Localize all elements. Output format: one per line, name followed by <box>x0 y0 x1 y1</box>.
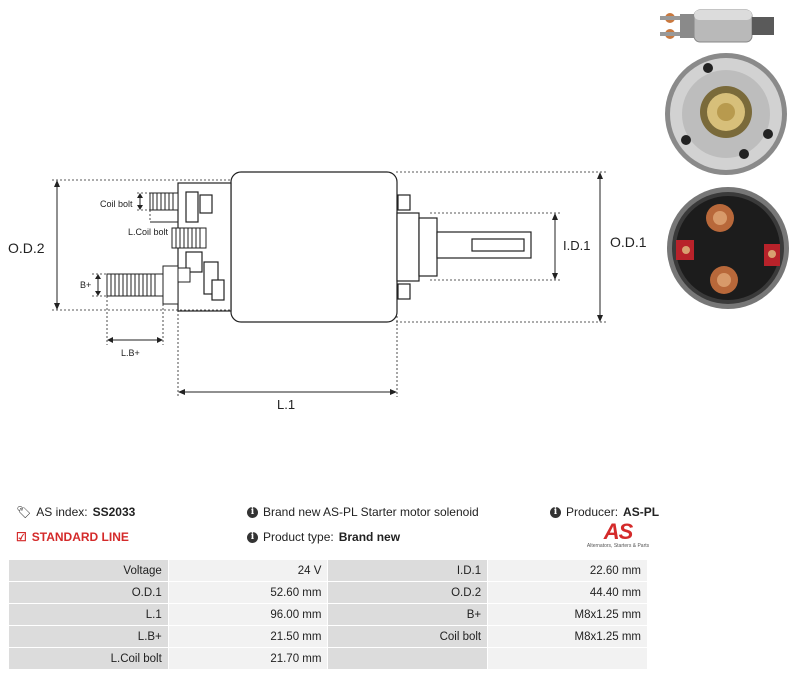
spec-label: I.D.1 <box>327 559 489 582</box>
spec-label <box>327 647 489 670</box>
check-square-icon: ☑ <box>16 530 27 544</box>
spec-value: 96.00 mm <box>167 603 329 626</box>
info-icon: i <box>247 531 258 543</box>
producer: i Producer: AS-PL <box>550 505 659 519</box>
product-type: i Product type: Brand new <box>247 530 400 544</box>
spec-label: Coil bolt <box>327 625 489 648</box>
producer-value: AS-PL <box>623 505 660 519</box>
product-photo-side <box>656 4 776 48</box>
spec-label: Voltage <box>8 559 169 582</box>
spec-value: 21.50 mm <box>167 625 329 648</box>
spec-value: 22.60 mm <box>487 559 648 582</box>
spec-label: L.1 <box>8 603 169 626</box>
as-index-value: SS2033 <box>92 505 136 519</box>
info-icon: i <box>550 506 561 518</box>
l1-label: L.1 <box>277 397 295 412</box>
plunger-housing <box>396 212 420 282</box>
b-plus-label: B+ <box>80 280 91 290</box>
brand-logo: AS Alternators, Starters & Parts <box>586 519 650 550</box>
spec-value: M8x1.25 mm <box>487 603 648 626</box>
spec-label: L.Coil bolt <box>8 647 169 670</box>
id1-label: I.D.1 <box>563 238 590 253</box>
spec-label: O.D.1 <box>8 581 169 604</box>
solenoid-body <box>230 171 398 323</box>
product-photo-back <box>665 53 787 175</box>
product-photo-front <box>667 187 789 309</box>
spec-value: 24 V <box>167 559 329 582</box>
coil-bolt-label: Coil bolt <box>100 199 133 209</box>
spec-label: L.B+ <box>8 625 169 648</box>
lb-plus-label: L.B+ <box>121 348 140 358</box>
spec-value <box>487 647 648 670</box>
od2-label: O.D.2 <box>8 240 45 256</box>
coil-bolt-thread <box>149 192 179 211</box>
info-icon: i <box>247 506 258 518</box>
standard-line: ☑ STANDARD LINE <box>16 530 129 544</box>
tag-icon: 🏷︎ <box>16 505 32 519</box>
spec-label: O.D.2 <box>327 581 489 604</box>
technical-drawing: O.D.2 O.D.1 I.D.1 L.1 Coil bolt L.Coil b… <box>8 171 647 412</box>
spec-value: 52.60 mm <box>167 581 329 604</box>
description: i Brand new AS-PL Starter motor solenoid <box>247 505 479 519</box>
product-type-value: Brand new <box>338 530 401 544</box>
l-coil-bolt-label: L.Coil bolt <box>128 227 169 237</box>
od1-label: O.D.1 <box>610 234 647 250</box>
as-index: 🏷︎ AS index: SS2033 <box>16 505 136 519</box>
spec-value: 44.40 mm <box>487 581 648 604</box>
spec-value: 21.70 mm <box>167 647 329 670</box>
spec-value: M8x1.25 mm <box>487 625 648 648</box>
spec-label: B+ <box>327 603 489 626</box>
